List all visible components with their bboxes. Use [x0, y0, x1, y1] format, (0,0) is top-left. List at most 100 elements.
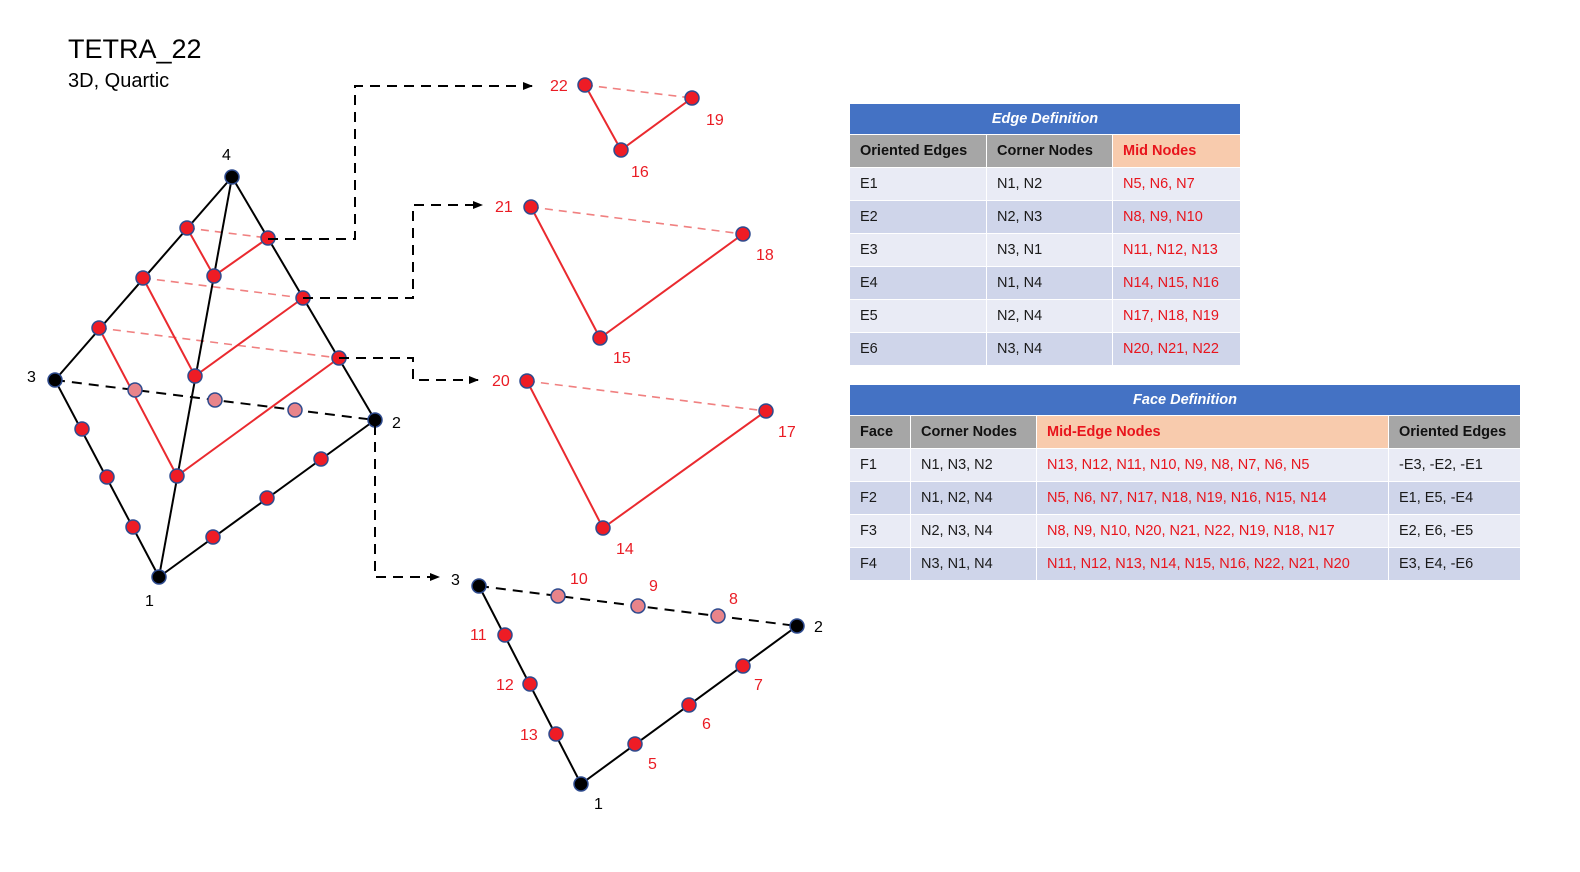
label-19: 19 — [706, 112, 724, 129]
node-8 — [710, 608, 726, 624]
slice-low: 20 17 14 — [492, 373, 796, 558]
cell: E1, E5, -E4 — [1388, 481, 1521, 515]
label-17: 17 — [778, 424, 796, 441]
label-16: 16 — [631, 164, 649, 181]
cell: F2 — [849, 481, 911, 515]
table-row: E3 N3, N1 N11, N12, N13 — [849, 233, 1241, 267]
table-row: F3 N2, N3, N4 N8, N9, N10, N20, N21, N22… — [849, 514, 1521, 548]
slice-top-solid — [584, 84, 693, 152]
arrow-to-low-slice — [339, 357, 479, 384]
slice-top-back-edge — [186, 227, 269, 239]
node-17 — [758, 403, 774, 419]
node — [74, 421, 90, 437]
base-label-7: 7 — [754, 677, 763, 694]
node-16 — [613, 142, 629, 158]
table-row: E4 N1, N4 N14, N15, N16 — [849, 266, 1241, 300]
base-face: 3 2 1 10 9 8 11 12 13 5 6 7 — [451, 571, 823, 813]
cell: N17, N18, N19 — [1112, 299, 1241, 333]
corner-label-4: 4 — [222, 147, 231, 164]
node-11 — [497, 627, 513, 643]
node-9 — [630, 598, 646, 614]
face-definition-table: Face Definition Face Corner Nodes Mid-Ed… — [849, 384, 1521, 581]
edge-definition-table: Edge Definition Oriented Edges Corner No… — [849, 103, 1241, 366]
node — [99, 469, 115, 485]
arrow-to-base — [374, 425, 440, 581]
node-14 — [595, 520, 611, 536]
base-label-13: 13 — [520, 727, 538, 744]
node — [187, 368, 203, 384]
base-label-11: 11 — [470, 627, 487, 644]
label-14: 14 — [616, 541, 634, 558]
base-corner-2 — [789, 618, 805, 634]
edge-header-oriented: Oriented Edges — [849, 134, 987, 168]
label-22: 22 — [550, 78, 568, 95]
cell: N11, N12, N13 — [1112, 233, 1241, 267]
node-10 — [550, 588, 566, 604]
node-18 — [735, 226, 751, 242]
face-header-oriented: Oriented Edges — [1388, 415, 1521, 449]
face-header-corner: Corner Nodes — [910, 415, 1037, 449]
cell: N20, N21, N22 — [1112, 332, 1241, 366]
node-21 — [523, 199, 539, 215]
table-row: E5 N2, N4 N17, N18, N19 — [849, 299, 1241, 333]
cell: N5, N6, N7 — [1112, 167, 1241, 201]
base-label-2: 2 — [814, 619, 823, 636]
corner-node-2 — [367, 412, 383, 428]
cell: N3, N1 — [986, 233, 1113, 267]
cell: -E3, -E2, -E1 — [1388, 448, 1521, 482]
table-row: F4 N3, N1, N4 N11, N12, N13, N14, N15, N… — [849, 547, 1521, 581]
node — [179, 220, 195, 236]
cell: N14, N15, N16 — [1112, 266, 1241, 300]
node — [169, 468, 185, 484]
face-table-title: Face Definition — [849, 384, 1521, 416]
node-7 — [735, 658, 751, 674]
page-title: TETRA_22 — [68, 34, 202, 64]
corner-label-2: 2 — [392, 415, 401, 432]
node-12 — [522, 676, 538, 692]
label-18: 18 — [756, 247, 774, 264]
slice-top: 22 19 16 — [550, 77, 724, 181]
corner-label-1: 1 — [145, 593, 154, 610]
corner-node-3 — [47, 372, 63, 388]
cell: E2, E6, -E5 — [1388, 514, 1521, 548]
edge-table-title: Edge Definition — [849, 103, 1241, 135]
cell: N2, N3, N4 — [910, 514, 1037, 548]
cell: E3, E4, -E6 — [1388, 547, 1521, 581]
cell: E3 — [849, 233, 987, 267]
cell: E5 — [849, 299, 987, 333]
slice-mid-dashed — [530, 206, 744, 235]
node-6 — [681, 697, 697, 713]
cell: F4 — [849, 547, 911, 581]
node-13 — [548, 726, 564, 742]
slice-mid-back-edge — [142, 277, 304, 299]
cell: E4 — [849, 266, 987, 300]
cell: N1, N3, N2 — [910, 448, 1037, 482]
base-label-12: 12 — [496, 677, 514, 694]
arrow-to-top-slice — [268, 82, 533, 240]
base-corner-3 — [471, 578, 487, 594]
node-hidden-8 — [287, 402, 303, 418]
node-hidden-9 — [207, 392, 223, 408]
table-row: F1 N1, N3, N2 N13, N12, N11, N10, N9, N8… — [849, 448, 1521, 482]
cell: N3, N4 — [986, 332, 1113, 366]
face-header-mid-edge: Mid-Edge Nodes — [1036, 415, 1389, 449]
table-row: E2 N2, N3 N8, N9, N10 — [849, 200, 1241, 234]
node-15 — [592, 330, 608, 346]
edge-header-corner: Corner Nodes — [986, 134, 1113, 168]
label-15: 15 — [613, 350, 631, 367]
node — [135, 270, 151, 286]
node — [313, 451, 329, 467]
cell: N1, N2 — [986, 167, 1113, 201]
page-subtitle: 3D, Quartic — [68, 70, 170, 92]
node — [125, 519, 141, 535]
edge-header-mid: Mid Nodes — [1112, 134, 1241, 168]
slice-mid-front-edges — [142, 277, 304, 378]
cell: N3, N1, N4 — [910, 547, 1037, 581]
node-19 — [684, 90, 700, 106]
slice-mid: 21 18 15 — [495, 199, 774, 367]
base-label-8: 8 — [729, 591, 738, 608]
base-label-1: 1 — [594, 796, 603, 813]
node — [91, 320, 107, 336]
table-row: E6 N3, N4 N20, N21, N22 — [849, 332, 1241, 366]
